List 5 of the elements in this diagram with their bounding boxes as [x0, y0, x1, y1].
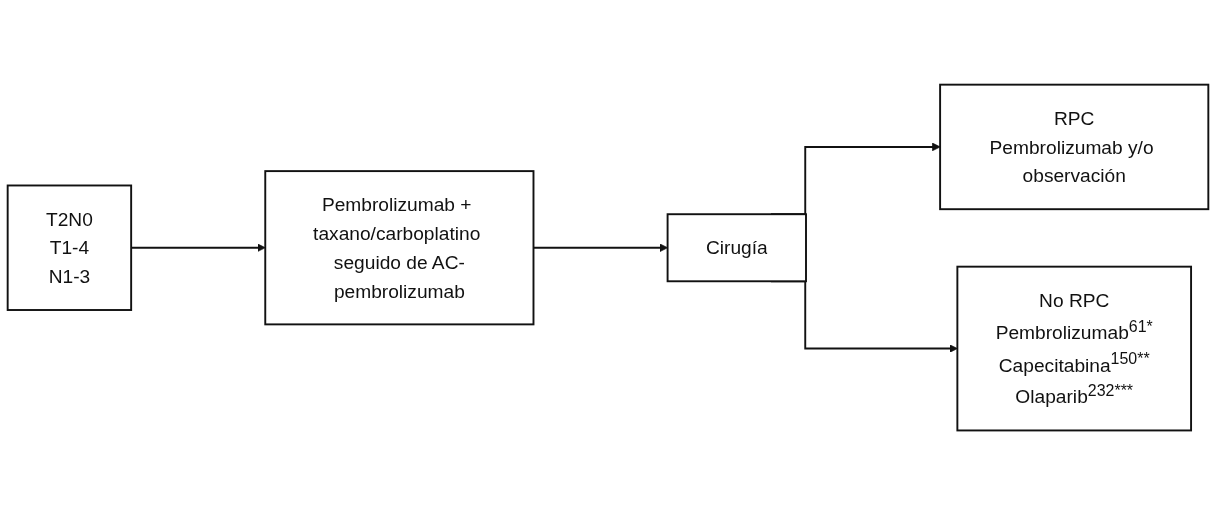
- node-box: T2N0 T1-4 N1-3: [6, 184, 133, 311]
- node-box: Pembrolizumab + taxano/carboplatino seguido de AC-pembrolizumab: [264, 170, 535, 326]
- node-box: Cirugía: [666, 213, 807, 283]
- node-box: RPC Pembrolizumab y/o observación: [939, 83, 1210, 211]
- node-box: No RPC Pembrolizumab$^{61*}$ Capecitabina$^{150**}$ Olaparib$^{232***}$: [956, 265, 1193, 432]
